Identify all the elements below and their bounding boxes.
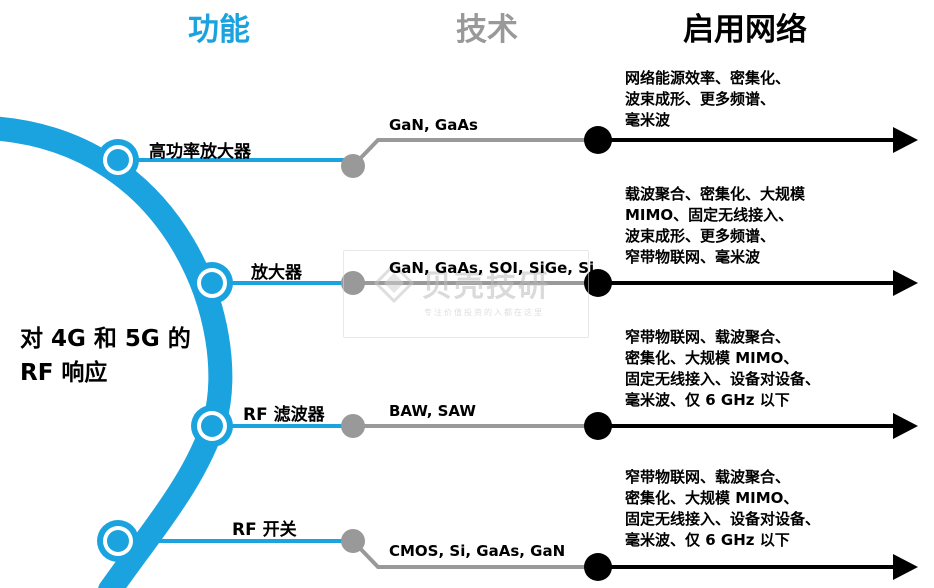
watermark: 贝壳技研 专注价值投资的入都在这里 [343, 250, 589, 338]
network-desc-1: 网络能源效率、密集化、 波束成形、更多频谱、 毫米波 [625, 69, 791, 129]
arrowhead-3 [893, 413, 918, 439]
arrowhead-1 [893, 127, 918, 153]
network-desc-4: 窄带物联网、载波聚合、 密集化、大规模 MIMO、 固定无线接入、设备对设备、 … [625, 468, 821, 549]
function-node-1 [97, 139, 139, 181]
watermark-title: 贝壳技研 [422, 269, 550, 304]
central-label: 对 4G 和 5G 的 RF 响应 [20, 322, 191, 390]
central-label-line-2: RF 响应 [20, 360, 108, 386]
network-node-1 [584, 126, 612, 154]
network-node-3 [584, 412, 612, 440]
function-node-2 [191, 262, 233, 304]
header-networks: 启用网络 [683, 12, 807, 48]
function-label-1: 高功率放大器 [149, 142, 251, 162]
tech-node-2 [341, 271, 365, 295]
network-desc-3: 窄带物联网、载波聚合、 密集化、大规模 MIMO、 固定无线接入、设备对设备、 … [625, 328, 821, 409]
tech-label-3: BAW, SAW [389, 402, 476, 420]
central-label-line-1: 对 4G 和 5G 的 [20, 326, 191, 352]
tech-line-4 [351, 539, 598, 569]
network-node-2 [584, 269, 612, 297]
arrowhead-4 [893, 554, 918, 580]
tech-node-3 [341, 414, 365, 438]
tech-label-2: GaN, GaAs, SOI, SiGe, Si [389, 259, 595, 277]
header-function: 功能 [188, 12, 250, 48]
arrowhead-2 [893, 270, 918, 296]
function-label-2: 放大器 [251, 263, 302, 283]
tech-line-1 [351, 138, 598, 168]
function-node-4 [97, 520, 139, 562]
function-node-3 [191, 405, 233, 447]
network-desc-2: 载波聚合、密集化、大规模 MIMO、固定无线接入、 波束成形、更多频谱、 窄带物… [625, 185, 806, 266]
network-node-4 [584, 553, 612, 581]
tech-label-4: CMOS, Si, GaAs, GaN [389, 542, 566, 560]
tech-node-4 [341, 529, 365, 553]
shell-logo-icon [374, 263, 414, 303]
tech-label-1: GaN, GaAs [389, 116, 478, 134]
function-label-4: RF 开关 [232, 520, 297, 540]
tech-node-1 [341, 154, 365, 178]
header-technology: 技术 [456, 12, 518, 48]
function-label-3: RF 滤波器 [243, 405, 325, 425]
watermark-subtitle: 专注价值投资的入都在这里 [424, 308, 544, 317]
